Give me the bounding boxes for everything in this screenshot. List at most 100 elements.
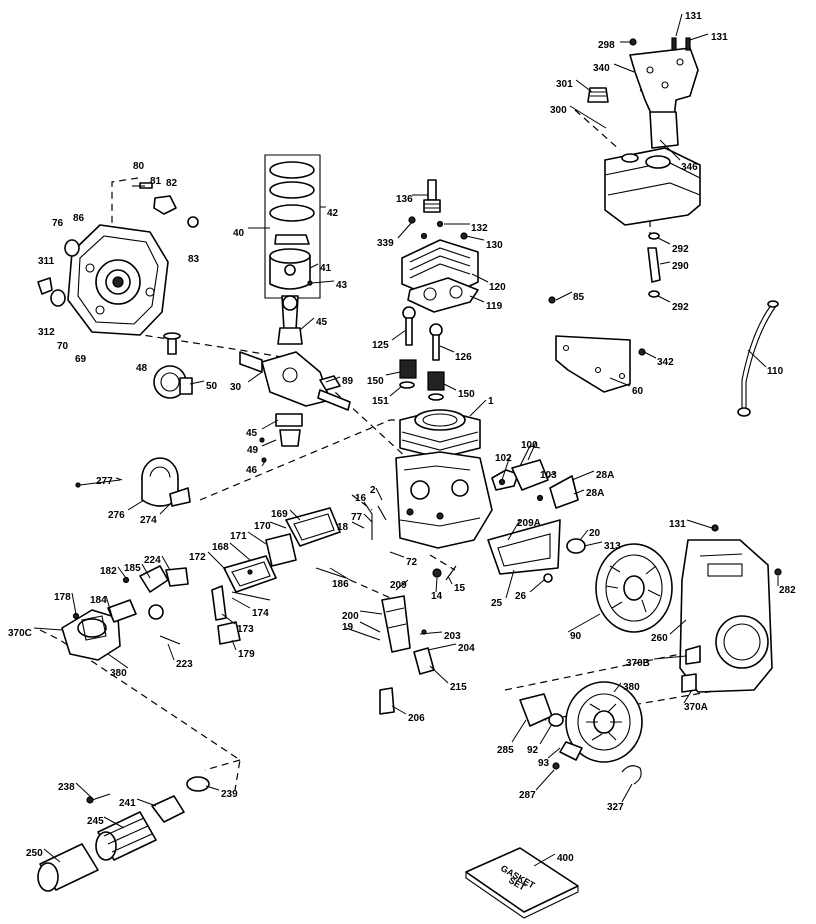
part-callout-c-45b: 45 bbox=[246, 428, 258, 439]
part-callout-c-203: 203 bbox=[444, 631, 461, 642]
part-callout-c-370B: 370B bbox=[626, 658, 650, 669]
part-callout-c-172: 172 bbox=[189, 552, 206, 563]
part-callout-c-346: 346 bbox=[681, 162, 698, 173]
cylinder-head-assembly bbox=[401, 179, 479, 313]
part-callout-c-19: 19 bbox=[342, 622, 354, 633]
part-callout-c-83: 83 bbox=[188, 254, 200, 265]
part-callout-c-90: 90 bbox=[570, 631, 582, 642]
engine-block bbox=[395, 409, 519, 549]
part-callout-c-119: 119 bbox=[486, 301, 503, 312]
part-callout-c-339: 339 bbox=[377, 238, 394, 249]
part-callout-c-290: 290 bbox=[672, 261, 689, 272]
engine-shroud bbox=[548, 296, 646, 393]
part-callout-c-380b: 380 bbox=[623, 682, 640, 693]
part-callout-c-276: 276 bbox=[108, 510, 125, 521]
part-callout-c-184: 184 bbox=[90, 595, 107, 606]
gasket-set-box: GASKET SET bbox=[465, 847, 579, 919]
part-callout-c-2: 2 bbox=[370, 485, 376, 496]
part-callout-c-285: 285 bbox=[497, 745, 514, 756]
part-callout-c-370C: 370C bbox=[8, 628, 32, 639]
part-callout-c-130: 130 bbox=[486, 240, 503, 251]
part-callout-c-224: 224 bbox=[144, 555, 161, 566]
part-callout-c-81: 81 bbox=[150, 176, 162, 187]
part-callout-c-43: 43 bbox=[336, 280, 348, 291]
part-callout-c-245: 245 bbox=[87, 816, 104, 827]
part-callout-c-292b: 292 bbox=[672, 302, 689, 313]
part-callout-c-120: 120 bbox=[489, 282, 506, 293]
part-callout-c-238: 238 bbox=[58, 782, 75, 793]
part-callout-c-136: 136 bbox=[396, 194, 413, 205]
fuel-line bbox=[737, 300, 779, 417]
part-callout-c-42: 42 bbox=[327, 208, 339, 219]
part-callout-c-370A: 370A bbox=[684, 702, 708, 713]
air-cleaner bbox=[61, 457, 191, 661]
part-callout-c-311: 311 bbox=[38, 256, 55, 267]
part-callout-c-277: 277 bbox=[96, 476, 113, 487]
part-callout-c-313: 313 bbox=[604, 541, 621, 552]
blower-housing bbox=[679, 524, 782, 693]
part-callout-c-215: 215 bbox=[450, 682, 467, 693]
part-callout-c-151: 151 bbox=[372, 396, 389, 407]
part-callout-c-89: 89 bbox=[342, 376, 354, 387]
part-callout-c-287: 287 bbox=[519, 790, 536, 801]
part-callout-c-103: 103 bbox=[540, 470, 557, 481]
part-callout-c-16: 16 bbox=[355, 493, 367, 504]
part-callout-c-70: 70 bbox=[57, 341, 69, 352]
part-callout-c-173: 173 bbox=[237, 624, 254, 635]
part-callout-c-26: 26 bbox=[515, 591, 527, 602]
part-callout-c-80: 80 bbox=[133, 161, 145, 172]
part-callout-c-49: 49 bbox=[247, 445, 259, 456]
part-callout-c-46: 46 bbox=[246, 465, 258, 476]
part-callout-c-186: 186 bbox=[332, 579, 349, 590]
part-callout-c-312: 312 bbox=[38, 327, 55, 338]
part-callout-c-45a: 45 bbox=[316, 317, 328, 328]
part-callout-c-171: 171 bbox=[230, 531, 247, 542]
part-callout-c-14: 14 bbox=[431, 591, 443, 602]
part-callout-c-131a: 131 bbox=[685, 11, 702, 22]
part-callout-c-92: 92 bbox=[527, 745, 539, 756]
crankshaft-assembly bbox=[153, 332, 351, 463]
part-callout-c-200: 200 bbox=[342, 611, 359, 622]
part-callout-c-239: 239 bbox=[221, 789, 238, 800]
part-callout-c-250: 250 bbox=[26, 848, 43, 859]
intake-assembly bbox=[211, 507, 347, 645]
piston-assembly bbox=[264, 154, 321, 345]
part-callout-c-85: 85 bbox=[573, 292, 585, 303]
part-callout-c-204: 204 bbox=[458, 643, 475, 654]
part-callout-c-102: 102 bbox=[495, 453, 512, 464]
part-callout-c-342: 342 bbox=[657, 357, 674, 368]
part-callout-c-260: 260 bbox=[651, 633, 668, 644]
part-callout-c-340: 340 bbox=[593, 63, 610, 74]
part-callout-c-76: 76 bbox=[52, 218, 64, 229]
part-callout-c-60: 60 bbox=[632, 386, 644, 397]
part-callout-c-72: 72 bbox=[406, 557, 418, 568]
part-callout-c-274: 274 bbox=[140, 515, 157, 526]
part-callout-c-150b: 150 bbox=[458, 389, 475, 400]
part-callout-c-125: 125 bbox=[372, 340, 389, 351]
part-callout-c-223: 223 bbox=[176, 659, 193, 670]
part-callout-c-209: 209 bbox=[390, 580, 407, 591]
part-callout-c-209A: 209A bbox=[517, 518, 541, 529]
part-callout-c-131c: 131 bbox=[669, 519, 686, 530]
part-callout-c-179: 179 bbox=[238, 649, 255, 660]
flywheel bbox=[566, 538, 673, 633]
part-callout-c-178: 178 bbox=[54, 592, 71, 603]
part-callout-c-380a: 380 bbox=[110, 668, 127, 679]
part-callout-c-40: 40 bbox=[233, 228, 245, 239]
part-callout-c-110: 110 bbox=[767, 366, 784, 377]
valve-assembly bbox=[399, 306, 445, 401]
part-callout-c-20: 20 bbox=[589, 528, 601, 539]
part-callout-c-150a: 150 bbox=[367, 376, 384, 387]
part-callout-c-28A-b: 28A bbox=[586, 488, 604, 499]
leader-lines bbox=[33, 13, 779, 867]
part-callout-c-182: 182 bbox=[100, 566, 117, 577]
part-callout-c-168: 168 bbox=[212, 542, 229, 553]
muffler-assembly bbox=[587, 37, 701, 298]
part-callout-c-300: 300 bbox=[550, 105, 567, 116]
ignition-module bbox=[487, 445, 579, 583]
recoil-starter bbox=[519, 681, 643, 785]
part-callout-c-82: 82 bbox=[166, 178, 178, 189]
crankcase-cover bbox=[37, 182, 199, 336]
